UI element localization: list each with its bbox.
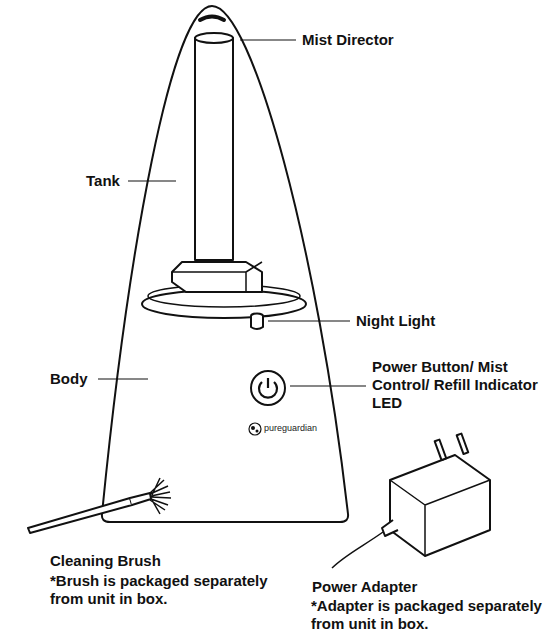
part-label: Power Button/ Mist Control/ Refill Indic… — [372, 358, 542, 412]
brand-logo: pureguardian — [264, 423, 317, 434]
accessory-label: Power Adapter — [312, 578, 417, 596]
power-adapter — [332, 434, 490, 568]
body-rim — [142, 290, 306, 318]
packaging-note: *Brush is packaged separately from unit … — [50, 572, 290, 608]
logo-mark — [249, 423, 261, 435]
part-label: Mist Director — [302, 31, 394, 49]
part-label: Night Light — [356, 312, 435, 330]
power-button — [251, 371, 285, 405]
part-label: Tank — [86, 172, 120, 190]
part-label: Body — [50, 370, 88, 388]
accessory-label: Cleaning Brush — [50, 552, 161, 570]
tank-column — [195, 38, 233, 260]
shell-outline — [102, 6, 348, 522]
cleaning-brush — [28, 478, 171, 533]
packaging-note: *Adapter is packaged separately from uni… — [311, 597, 546, 633]
column-base — [172, 262, 262, 292]
mist-director — [200, 17, 224, 21]
leader-lines — [98, 40, 366, 386]
column-top — [195, 33, 233, 43]
